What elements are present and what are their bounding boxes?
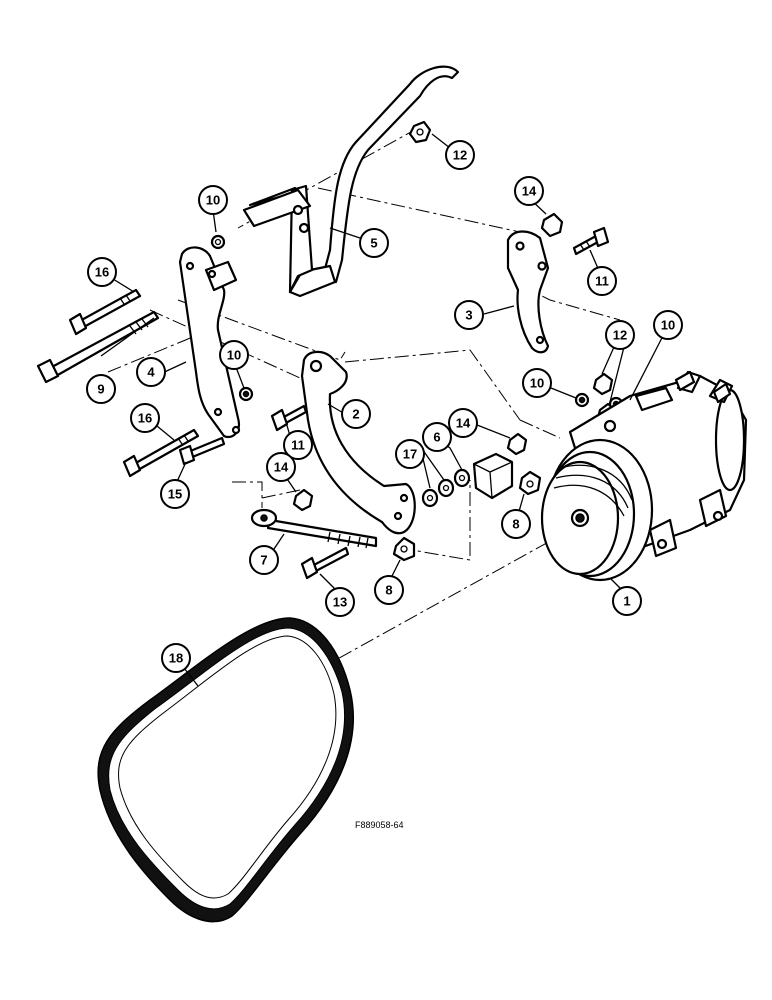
svg-text:10: 10 [227,348,241,363]
callout-12b: 12 [605,320,635,350]
svg-text:17: 17 [403,447,417,462]
svg-text:9: 9 [97,382,104,397]
svg-text:16: 16 [95,265,109,280]
bracket-part-4 [178,246,241,439]
assembly-lines [107,127,621,683]
drive-belt-part-18 [97,617,354,923]
svg-text:3: 3 [465,308,472,323]
svg-text:10: 10 [530,376,544,391]
callout-8b: 8 [374,575,404,605]
callout-10d: 10 [653,310,683,340]
callout-13: 13 [325,587,355,617]
svg-text:18: 18 [169,651,183,666]
figure-id: F889058-64 [355,820,404,830]
callout-14b: 14 [448,408,478,438]
callout-10b: 10 [219,340,249,370]
callout-1: 1 [612,586,642,616]
svg-text:8: 8 [512,517,519,532]
svg-text:14: 14 [274,460,289,475]
adjusting-rod-part-7 [250,508,378,549]
svg-text:15: 15 [168,487,182,502]
callout-10a: 10 [198,185,228,215]
callout-2: 2 [341,399,371,429]
svg-text:7: 7 [260,553,267,568]
callout-14a: 14 [514,176,544,206]
callout-9: 9 [86,374,116,404]
callouts: 1 2 3 4 5 6 7 8 8 9 10 10 10 10 11 11 12… [86,140,683,673]
callout-10c: 10 [522,368,552,398]
callout-6: 6 [422,422,452,452]
bolts [36,226,610,580]
callout-8a: 8 [501,509,531,539]
callout-11a: 11 [283,430,313,460]
compressor-part-1 [540,370,748,582]
svg-text:11: 11 [291,438,305,453]
callout-11b: 11 [587,266,617,296]
callout-15: 15 [160,479,190,509]
callout-3: 3 [454,300,484,330]
svg-text:4: 4 [147,365,155,380]
svg-text:10: 10 [206,193,220,208]
callout-5: 5 [359,228,389,258]
support-bar-part-5 [242,65,460,298]
callout-16b: 16 [130,403,160,433]
callout-17: 17 [395,439,425,469]
callout-12a: 12 [445,140,475,170]
callout-16a: 16 [87,257,117,287]
bracket-part-3 [506,230,550,354]
callout-14c: 14 [266,452,296,482]
svg-text:13: 13 [333,595,347,610]
callout-4: 4 [136,357,166,387]
svg-text:11: 11 [595,274,609,289]
svg-text:14: 14 [522,184,537,199]
svg-text:8: 8 [385,583,392,598]
svg-text:16: 16 [138,411,152,426]
callout-7: 7 [249,545,279,575]
svg-text:2: 2 [352,407,359,422]
svg-text:1: 1 [623,594,630,609]
svg-text:12: 12 [613,328,627,343]
svg-text:6: 6 [433,430,440,445]
svg-text:10: 10 [661,318,675,333]
svg-text:5: 5 [370,236,377,251]
svg-text:14: 14 [456,416,471,431]
bracket-part-2 [300,350,416,535]
svg-text:12: 12 [453,148,467,163]
callout-18: 18 [161,643,191,673]
